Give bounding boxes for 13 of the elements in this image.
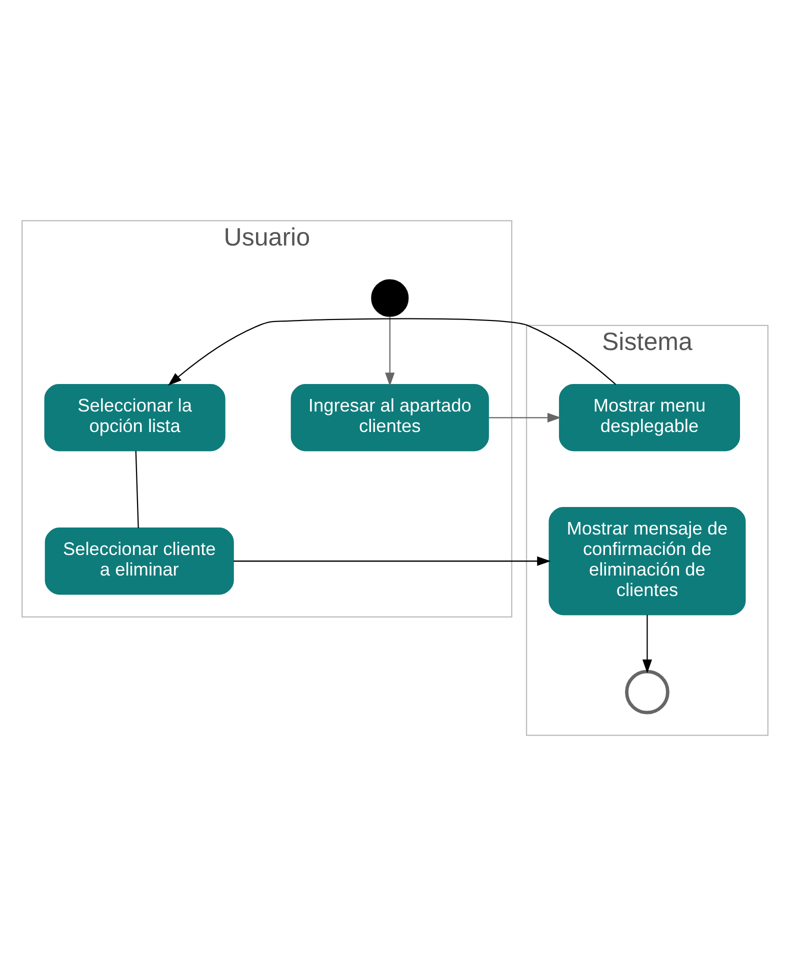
- arrow: [385, 316, 395, 386]
- node-circle: [625, 669, 670, 714]
- node-box: Ingresar al apartado clientes: [290, 384, 489, 451]
- node-box: Seleccionar la opción lista: [44, 384, 226, 451]
- node-box: Mostrar menu desplegable: [558, 384, 740, 451]
- arrow: [642, 614, 652, 673]
- arrow: [234, 556, 551, 566]
- arrow: [168, 318, 616, 386]
- node-circle: [371, 278, 409, 316]
- node-box: Mostrar mensaje de confirmación de eliminación de clientes: [548, 506, 746, 615]
- arrow: [488, 412, 562, 422]
- connector: [135, 450, 139, 528]
- node-box: Seleccionar cliente a eliminar: [44, 527, 234, 594]
